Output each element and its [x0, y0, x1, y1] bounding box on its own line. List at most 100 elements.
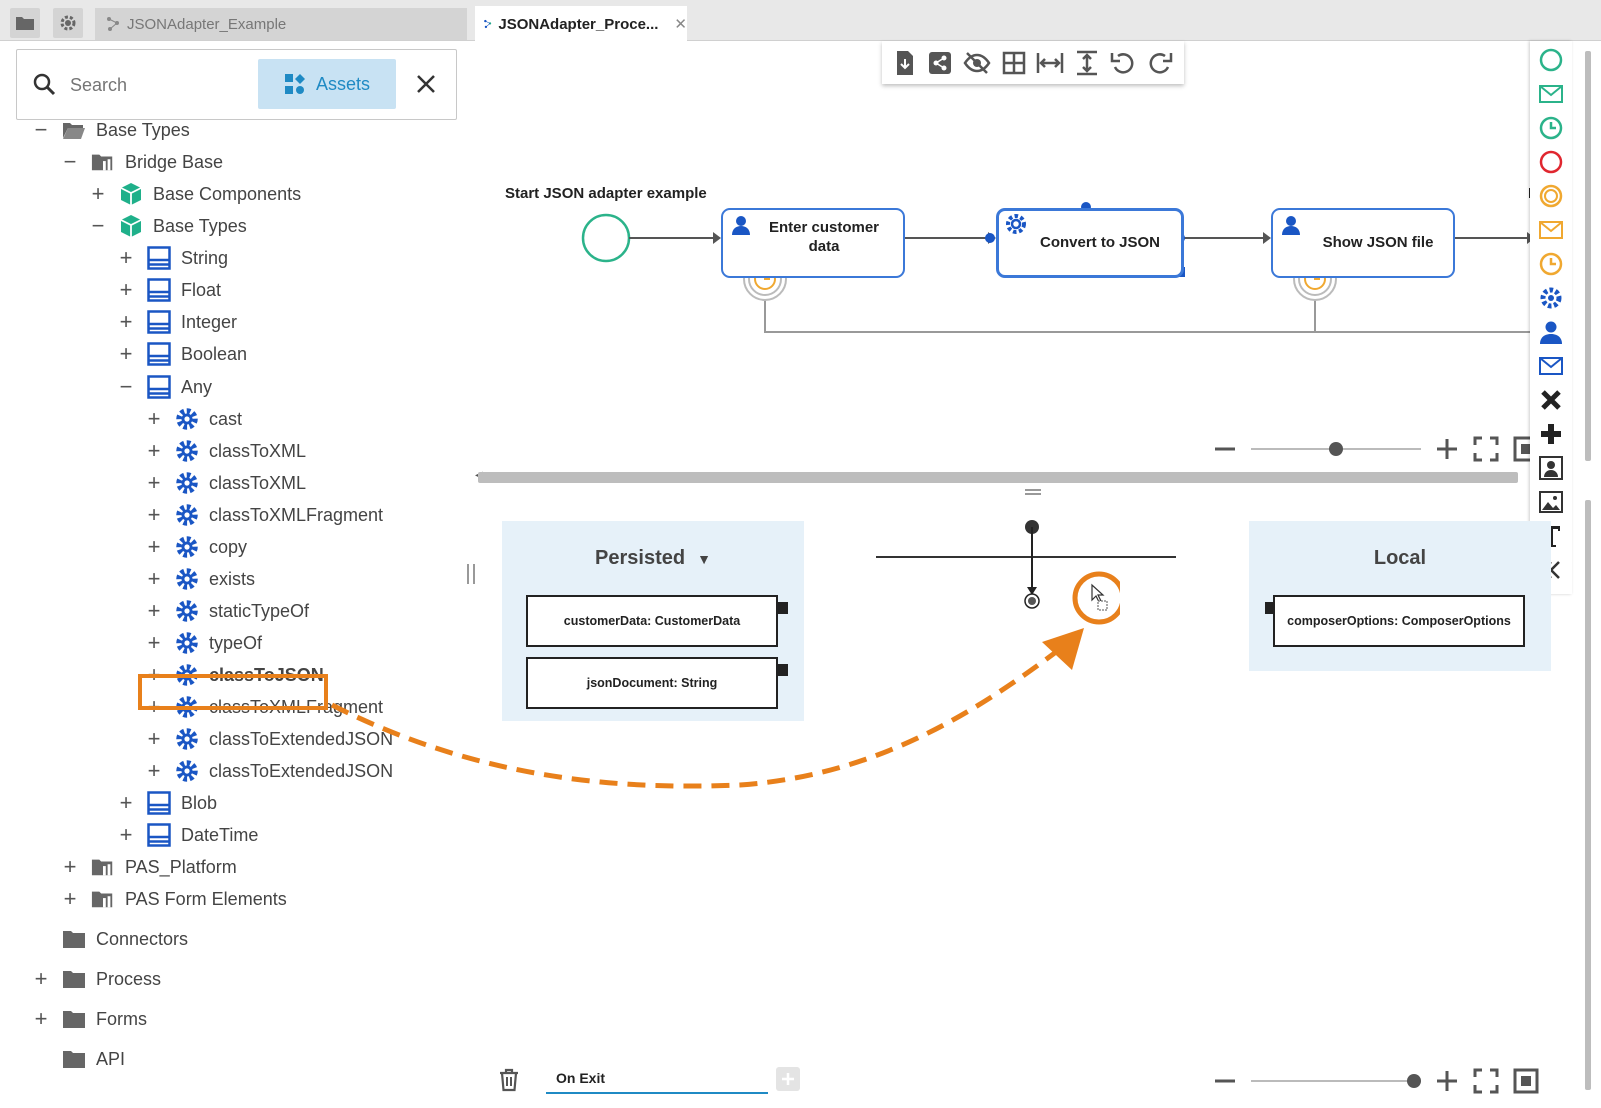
expand-icon[interactable]: +	[119, 822, 133, 847]
collapse-icon[interactable]: −	[119, 374, 133, 399]
tree-item[interactable]: +classToXMLFragment	[145, 500, 383, 530]
search-input[interactable]	[70, 68, 250, 102]
hide-icon[interactable]	[963, 51, 991, 75]
timer-intermediate-tool[interactable]	[1538, 251, 1564, 277]
assets-button[interactable]: Assets	[258, 59, 396, 109]
local-variable[interactable]: composerOptions: ComposerOptions	[1273, 595, 1525, 647]
input-port[interactable]	[1265, 602, 1275, 614]
expand-icon[interactable]: +	[147, 630, 161, 655]
expand-icon[interactable]: +	[34, 1006, 48, 1031]
fullscreen-icon[interactable]	[1473, 436, 1499, 462]
user-task-tool[interactable]	[1538, 319, 1564, 345]
expand-icon[interactable]: +	[147, 470, 161, 495]
tree-item[interactable]: Connectors	[32, 924, 188, 954]
collapse-icon[interactable]: −	[91, 213, 105, 238]
close-tab-icon[interactable]: ✕	[674, 16, 687, 33]
fit-height-icon[interactable]	[1075, 50, 1099, 76]
message-start-tool[interactable]	[1538, 81, 1564, 107]
share-icon[interactable]	[928, 51, 952, 75]
tree-item[interactable]: +copy	[145, 532, 247, 562]
intermediate-event-tool[interactable]	[1538, 183, 1564, 209]
expand-icon[interactable]: +	[119, 245, 133, 270]
tree-item[interactable]: +Forms	[32, 1004, 147, 1034]
tree-item[interactable]: +typeOf	[145, 628, 262, 658]
redo-icon[interactable]	[1147, 50, 1173, 76]
parallel-gateway-tool[interactable]	[1538, 421, 1564, 447]
pane-splitter[interactable]	[475, 486, 1601, 500]
collapse-icon[interactable]: −	[34, 117, 48, 142]
expand-icon[interactable]: +	[34, 966, 48, 991]
vertical-scrollbar-top[interactable]	[1582, 41, 1594, 477]
zoom-in-icon[interactable]	[1435, 437, 1459, 461]
expand-icon[interactable]: +	[147, 502, 161, 527]
tree-item[interactable]: API	[32, 1044, 125, 1074]
expand-icon[interactable]: +	[147, 566, 161, 591]
grid-icon[interactable]	[1002, 51, 1026, 75]
task-enter-customer-data[interactable]: Enter customer data	[721, 208, 905, 278]
message-task-tool[interactable]	[1538, 353, 1564, 379]
tree-item[interactable]: +staticTypeOf	[145, 596, 309, 626]
fit-width-icon[interactable]	[1036, 51, 1064, 75]
tree-item[interactable]: +exists	[145, 564, 255, 594]
tree-item[interactable]: −Base Types	[89, 211, 247, 241]
task-convert-to-json[interactable]: Convert to JSON	[996, 208, 1184, 278]
tree-item[interactable]: −Any	[117, 372, 212, 402]
tree-item[interactable]: +classToXML	[145, 468, 306, 498]
tree-item[interactable]: +Blob	[117, 788, 217, 818]
tree-item[interactable]: +classToXML	[145, 436, 306, 466]
service-task-tool[interactable]	[1538, 285, 1564, 311]
expand-icon[interactable]: +	[119, 277, 133, 302]
collapse-icon[interactable]: −	[63, 149, 77, 174]
image-tool[interactable]	[1538, 489, 1564, 515]
output-port[interactable]	[778, 602, 788, 614]
add-tab-button[interactable]	[776, 1067, 800, 1091]
zoom-out-icon[interactable]	[1213, 1069, 1237, 1093]
zoom-slider[interactable]	[1251, 437, 1421, 461]
zoom-in-icon[interactable]	[1435, 1069, 1459, 1093]
tree-item[interactable]: +classToExtendedJSON	[145, 724, 393, 754]
expand-icon[interactable]: +	[63, 886, 77, 911]
start-event-tool[interactable]	[1538, 47, 1564, 73]
folder-button[interactable]	[10, 8, 40, 38]
tree-item[interactable]: −Bridge Base	[61, 147, 224, 177]
trash-icon[interactable]	[498, 1068, 520, 1092]
settings-button[interactable]	[53, 8, 83, 38]
participant-tool[interactable]	[1538, 455, 1564, 481]
tree-item[interactable]: +cast	[145, 404, 242, 434]
panel-splitter[interactable]	[467, 41, 475, 1108]
dropdown-triangle-icon[interactable]: ▼	[697, 550, 711, 567]
output-port[interactable]	[778, 664, 788, 676]
horizontal-scrollbar[interactable]	[478, 472, 1518, 483]
expand-icon[interactable]: +	[147, 598, 161, 623]
tree-item[interactable]: +Base Components	[89, 179, 301, 209]
tree-item[interactable]: +Process	[32, 964, 161, 994]
zoom-slider[interactable]	[1251, 1069, 1421, 1093]
task-show-json-file[interactable]: Show JSON file	[1271, 208, 1455, 278]
expand-icon[interactable]: +	[63, 854, 77, 879]
expand-icon[interactable]: +	[147, 438, 161, 463]
message-intermediate-tool[interactable]	[1538, 217, 1564, 243]
tree-item[interactable]: +String	[117, 243, 228, 273]
tree-item[interactable]: −Base Types	[32, 115, 190, 145]
expand-icon[interactable]: +	[147, 534, 161, 559]
tree-item[interactable]: +classToExtendedJSON	[145, 756, 393, 786]
exclusive-gateway-tool[interactable]	[1538, 387, 1564, 413]
persisted-variable[interactable]: customerData: CustomerData	[526, 595, 778, 647]
expand-icon[interactable]: +	[119, 309, 133, 334]
export-icon[interactable]	[893, 50, 917, 76]
fullscreen-icon[interactable]	[1473, 1068, 1499, 1094]
tree-item[interactable]: +PAS_Platform	[61, 852, 237, 882]
persisted-variable[interactable]: jsonDocument: String	[526, 657, 778, 709]
on-exit-tab[interactable]: On Exit	[546, 1066, 768, 1094]
tree-item[interactable]: +DateTime	[117, 820, 258, 850]
expand-icon[interactable]: +	[147, 758, 161, 783]
expand-icon[interactable]: +	[119, 790, 133, 815]
text-tool[interactable]	[1538, 523, 1564, 549]
fit-view-icon[interactable]	[1513, 1068, 1539, 1094]
close-icon[interactable]	[416, 74, 436, 94]
tab-jsonadapter-process[interactable]: JSONAdapter_Proce... ✕	[475, 6, 687, 42]
tree-item[interactable]: +Integer	[117, 307, 237, 337]
expand-icon[interactable]: +	[147, 726, 161, 751]
tree-item[interactable]: +Float	[117, 275, 221, 305]
tree-item[interactable]: +PAS Form Elements	[61, 884, 287, 914]
